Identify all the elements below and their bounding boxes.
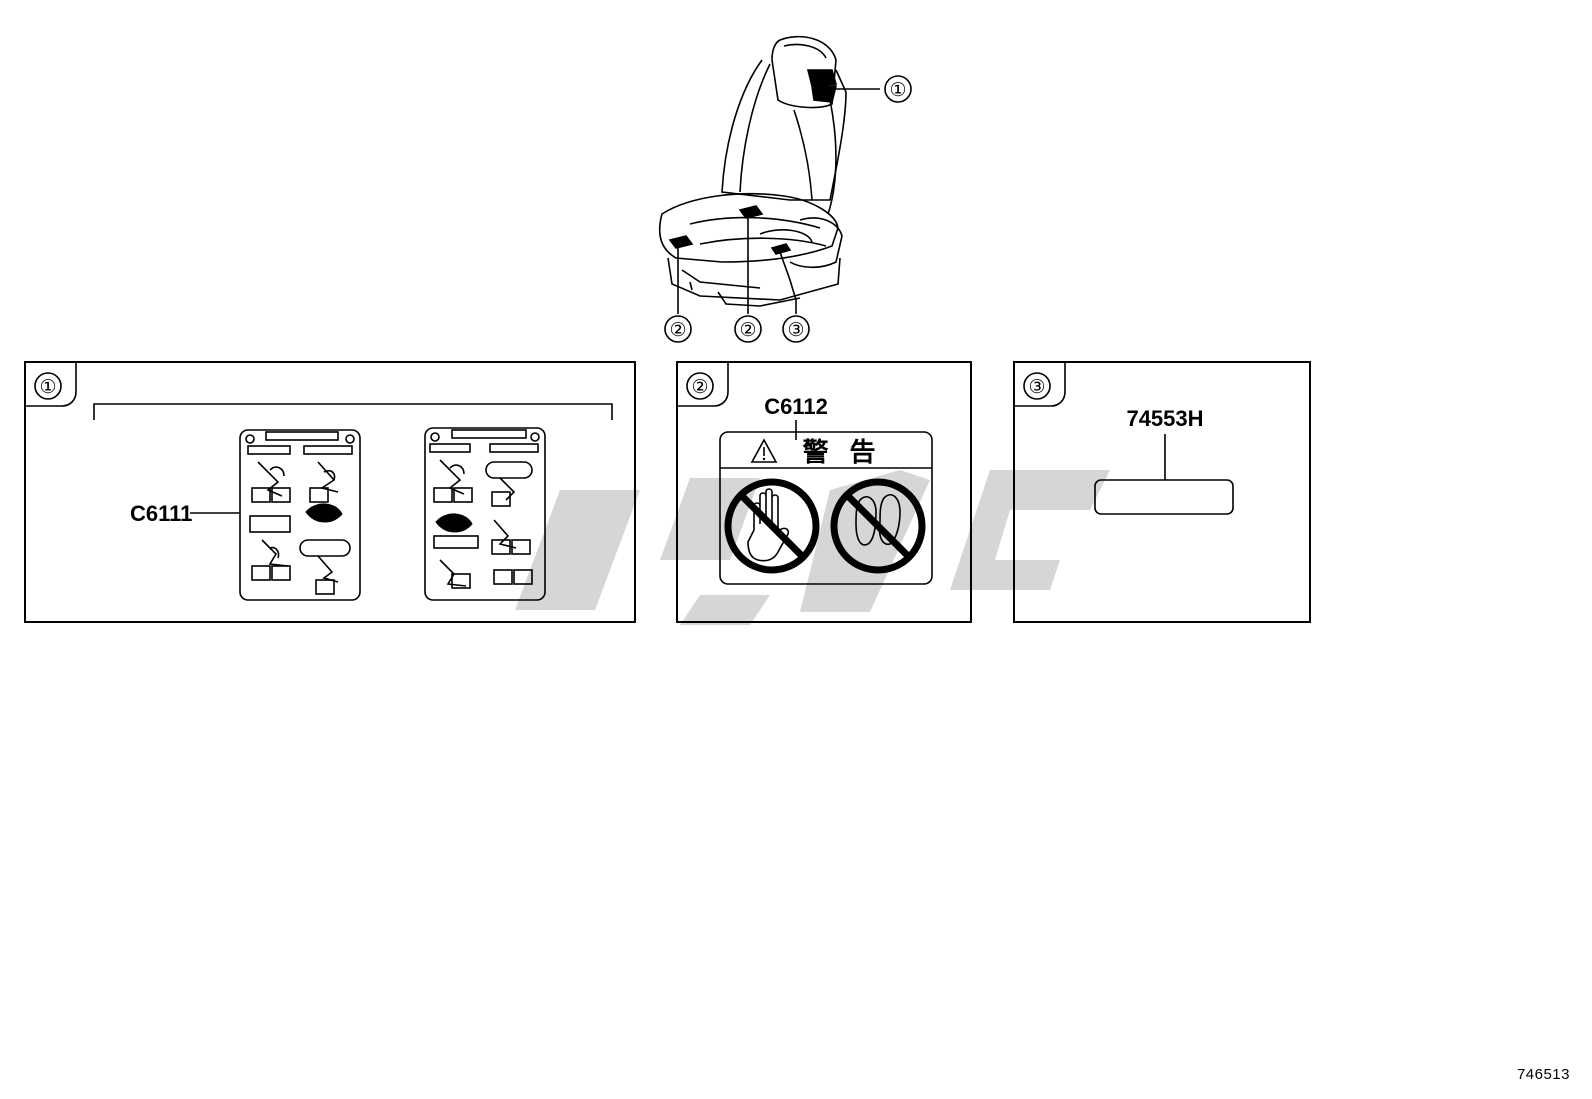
leader-lines (677, 88, 880, 314)
blank-plate-label (1094, 479, 1234, 515)
seat-illustration (658, 35, 847, 307)
seat-callout-2b-label: ② (739, 320, 756, 341)
panel-2 (676, 361, 972, 623)
warning-label (719, 431, 933, 585)
no-step-icon (830, 478, 926, 574)
panel-1 (24, 361, 636, 623)
panel-3-callout: ③ (1028, 377, 1045, 398)
seat-callout-2a-label: ② (669, 320, 686, 341)
panel-1-callout: ① (39, 377, 56, 398)
seat-callout-1-label: ① (889, 80, 906, 101)
watermark (515, 470, 1110, 625)
seat-callout-3 (782, 315, 810, 343)
no-hand-icon (724, 478, 820, 574)
panel-2-callout: ② (691, 377, 708, 398)
part-number-74553h: 74553H (1126, 406, 1203, 431)
warning-text: 警 告 (802, 437, 881, 468)
panel-3 (1013, 361, 1311, 623)
part-number-c6112: C6112 (764, 394, 828, 419)
instruction-label-b (424, 427, 546, 601)
seat-callout-3-label: ③ (787, 320, 804, 341)
caution-triangle-icon (750, 438, 778, 463)
drawing-id: 746513 (1516, 1066, 1570, 1083)
seat-callout-2b (734, 315, 762, 343)
part-number-c6111: C6111 (130, 501, 192, 526)
seat-callout-2a (664, 315, 692, 343)
instruction-label-a (239, 429, 361, 601)
seat-callout-1 (884, 75, 912, 103)
